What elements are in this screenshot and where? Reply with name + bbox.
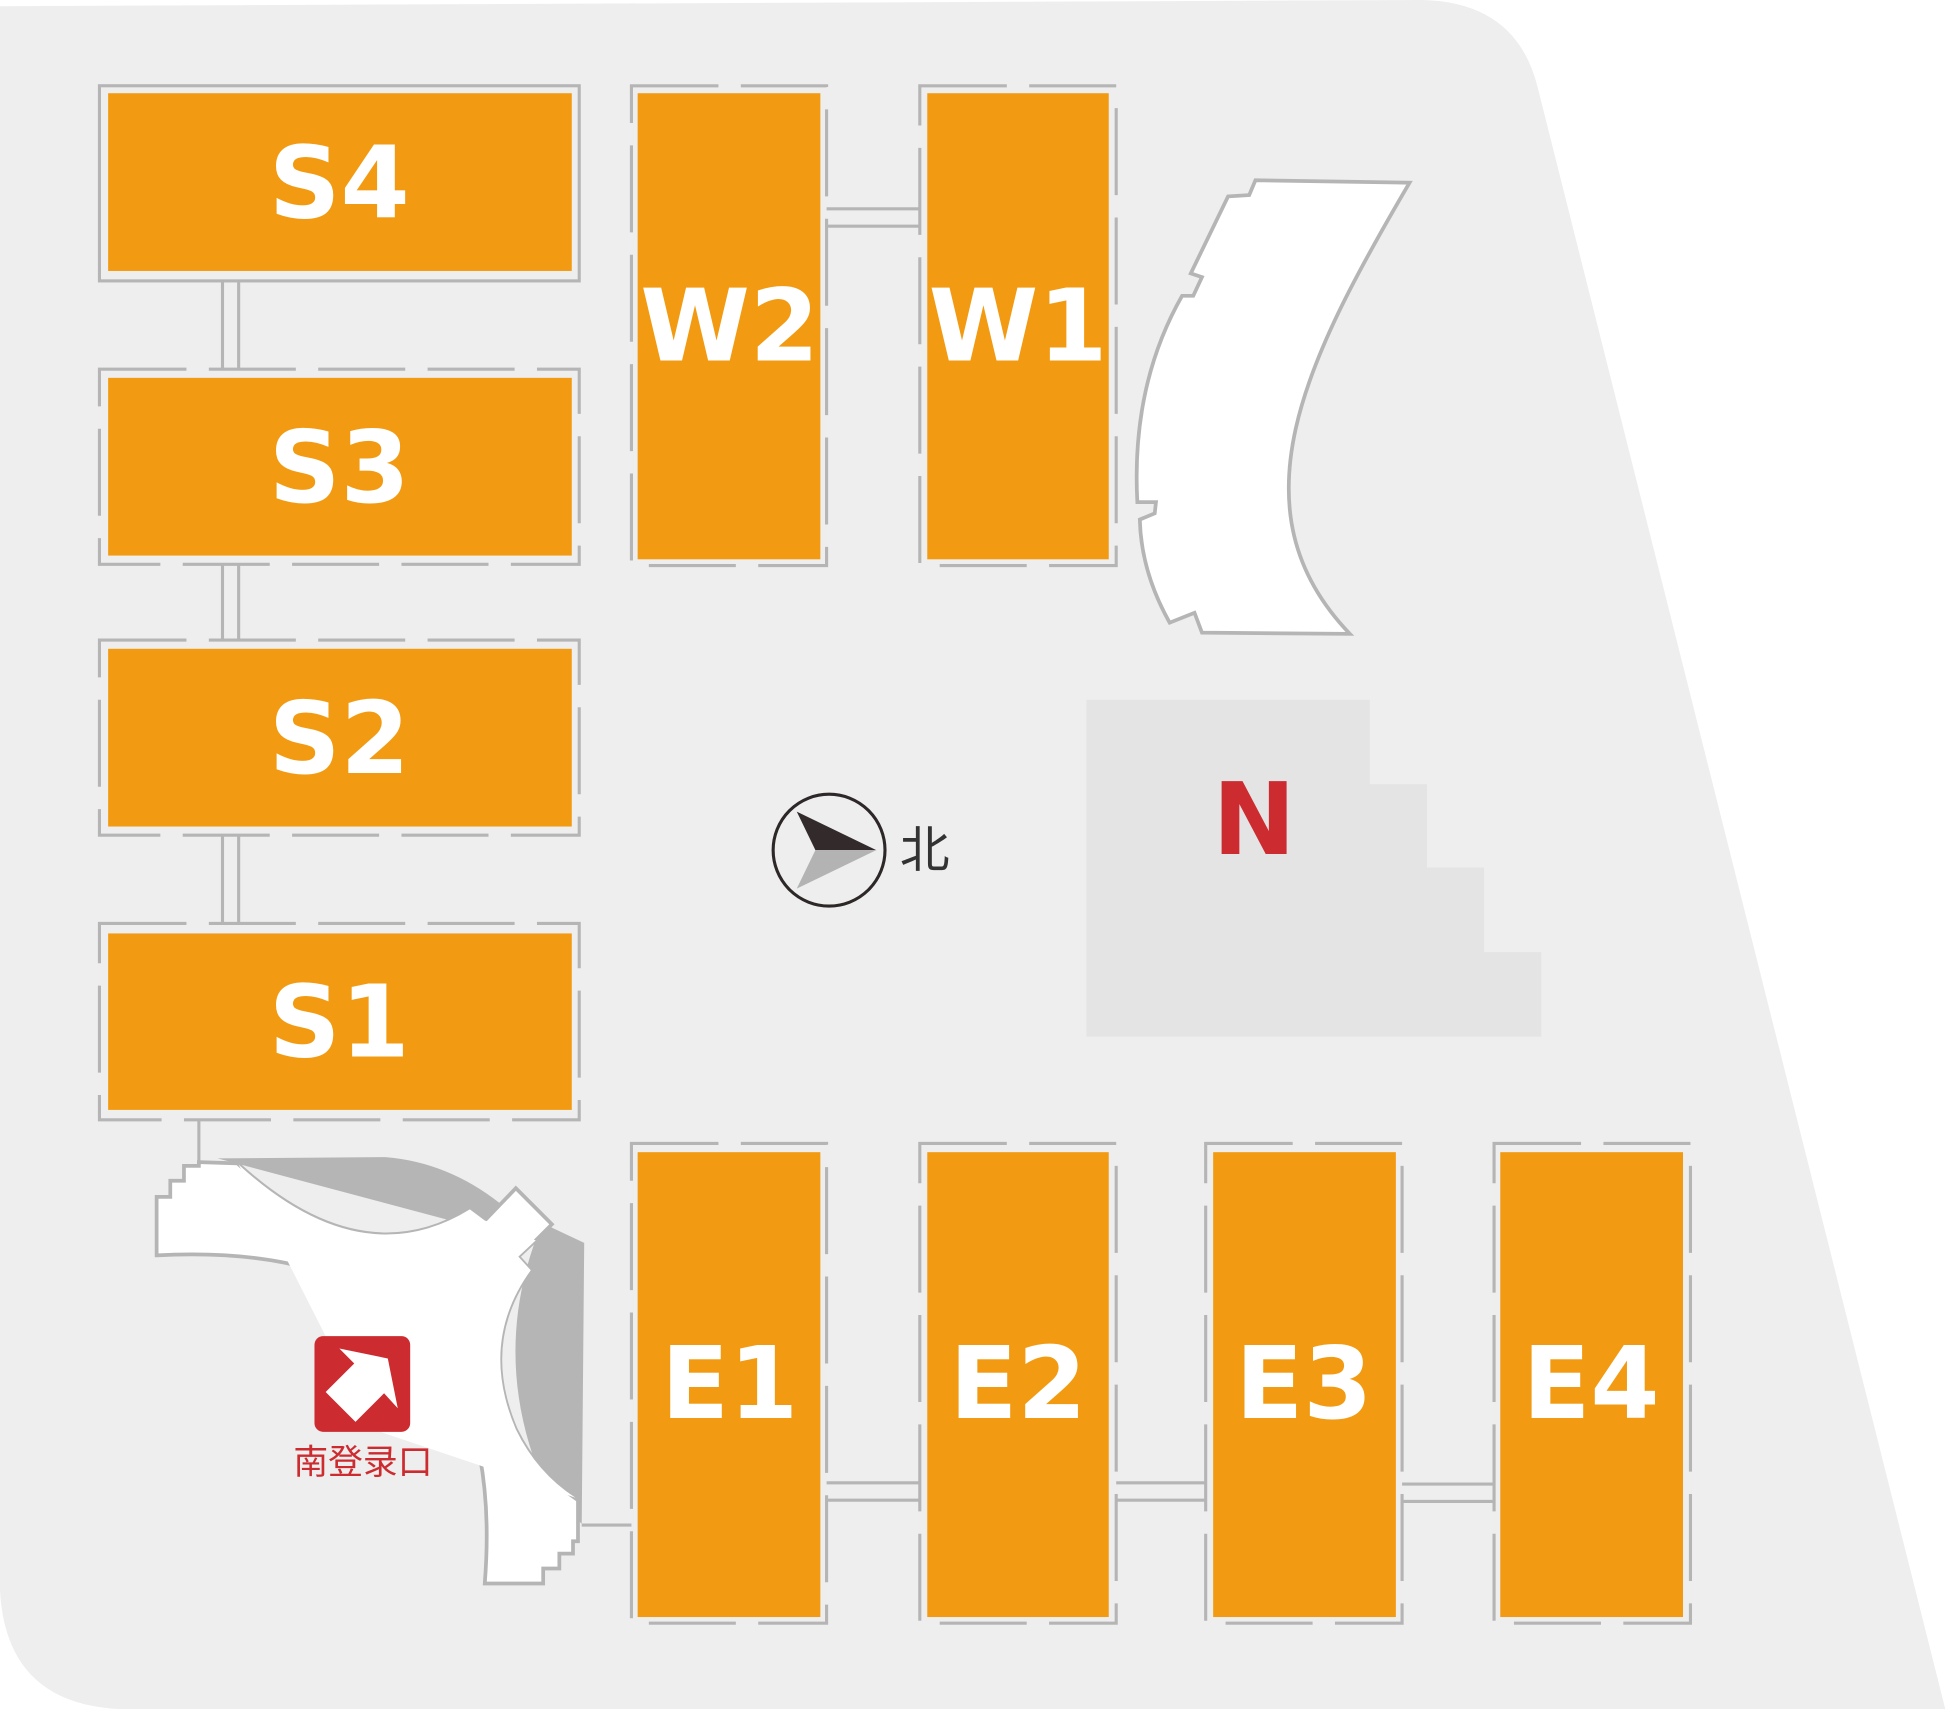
hall-label: E4: [1522, 1327, 1659, 1442]
compass: 北: [771, 792, 950, 908]
hall-label: W1: [929, 269, 1108, 384]
hall-label: W2: [640, 269, 819, 384]
entrance-label: 南登录口: [293, 1443, 432, 1483]
hall-S4[interactable]: S4: [108, 93, 572, 271]
hall-label: E2: [949, 1327, 1086, 1442]
hall-W2[interactable]: W2: [637, 93, 821, 560]
hall-label: E3: [1235, 1327, 1372, 1442]
hall-E1[interactable]: E1: [637, 1152, 821, 1618]
hall-label: E1: [661, 1327, 798, 1442]
hall-E4[interactable]: E4: [1500, 1152, 1684, 1618]
hall-N[interactable]: N: [1086, 699, 1542, 1037]
hall-E3[interactable]: E3: [1213, 1152, 1396, 1618]
hall-label: S4: [269, 126, 410, 241]
hall-label: N: [1213, 763, 1296, 878]
hall-S1[interactable]: S1: [108, 933, 572, 1110]
hall-S3[interactable]: S3: [108, 377, 572, 556]
south-plaza: [154, 1157, 585, 1586]
north-label: 北: [900, 821, 950, 879]
curved-building: [1134, 178, 1413, 636]
corridors: [97, 84, 1693, 1625]
hall-label: S3: [269, 411, 410, 526]
hall-W1[interactable]: W1: [927, 93, 1109, 560]
south-entrance[interactable]: 南登录口: [293, 1336, 433, 1483]
hall-label: S1: [269, 965, 410, 1080]
hall-S2[interactable]: S2: [108, 648, 572, 827]
hall-E2[interactable]: E2: [927, 1152, 1109, 1618]
entrance-arrow-icon: [325, 1348, 398, 1422]
north-arrow-icon: [796, 811, 877, 851]
hall-label: S2: [269, 682, 410, 797]
